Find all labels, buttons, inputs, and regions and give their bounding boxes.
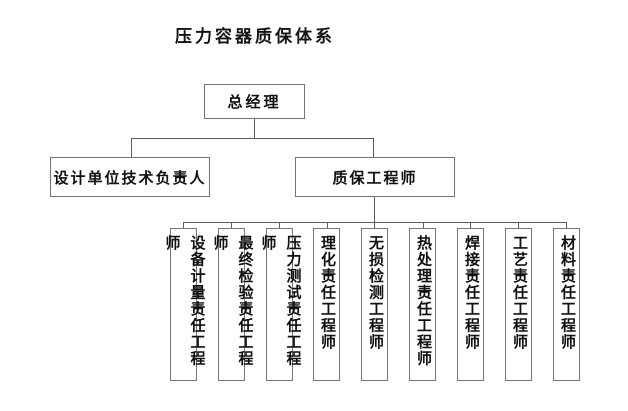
- page-title: 压力容器质保体系: [175, 27, 335, 46]
- org-box-pressure-test-engineer: 压力测试责任工程师: [260, 228, 301, 381]
- org-box-label: 热处理责任工程师: [415, 235, 431, 367]
- org-box-physicochemical-engineer: 理化责任工程师: [313, 228, 340, 381]
- org-box-heat-treatment-engineer: 热处理责任工程师: [409, 228, 436, 381]
- org-box-design-unit-lead: 设计单位技术负责人: [50, 157, 210, 197]
- org-box-qa-engineer: 质保工程师: [295, 157, 455, 197]
- org-box-label: 焊接责任工程师: [463, 235, 479, 351]
- org-box-label: 设备计量责任工程师: [163, 235, 205, 367]
- connector-leaf-drop: [374, 222, 375, 228]
- connector-design-drop: [131, 138, 132, 157]
- connector-root-down: [254, 119, 255, 138]
- org-box-material-engineer: 材料责任工程师: [553, 228, 580, 381]
- connector-leaf-drop: [183, 222, 184, 228]
- org-box-general-manager: 总经理: [204, 84, 305, 119]
- org-box-label: 无损检测工程师: [367, 235, 383, 351]
- org-box-label: 最终检验责任工程师: [211, 235, 253, 367]
- org-box-label: 设计单位技术负责人: [53, 170, 207, 187]
- connector-leaf-drop: [231, 222, 232, 228]
- connector-leaf-drop: [566, 222, 567, 228]
- org-box-label: 工艺责任工程师: [511, 235, 527, 351]
- connector-level2-horizontal: [131, 138, 374, 139]
- org-box-label: 材料责任工程师: [559, 235, 575, 351]
- connector-leaf-drop: [327, 222, 328, 228]
- org-box-label: 压力测试责任工程师: [259, 235, 301, 367]
- org-box-label: 总经理: [227, 95, 282, 111]
- connector-leaf-drop: [279, 222, 280, 228]
- org-box-process-engineer: 工艺责任工程师: [505, 228, 532, 381]
- org-box-equipment-measurement-engineer: 设备计量责任工程师: [164, 228, 205, 381]
- org-box-label: 质保工程师: [332, 170, 418, 187]
- org-box-label: 理化责任工程师: [319, 235, 335, 351]
- connector-leaf-drop: [423, 222, 424, 228]
- connector-leaf-drop: [470, 222, 471, 228]
- connector-qa-drop: [373, 138, 374, 157]
- org-box-final-inspection-engineer: 最终检验责任工程师: [212, 228, 253, 381]
- connector-leaves-horizontal: [183, 222, 567, 223]
- org-box-ndt-engineer: 无损检测工程师: [361, 228, 388, 381]
- connector-leaf-drop: [518, 222, 519, 228]
- org-box-welding-engineer: 焊接责任工程师: [457, 228, 484, 381]
- connector-qa-down: [374, 197, 375, 222]
